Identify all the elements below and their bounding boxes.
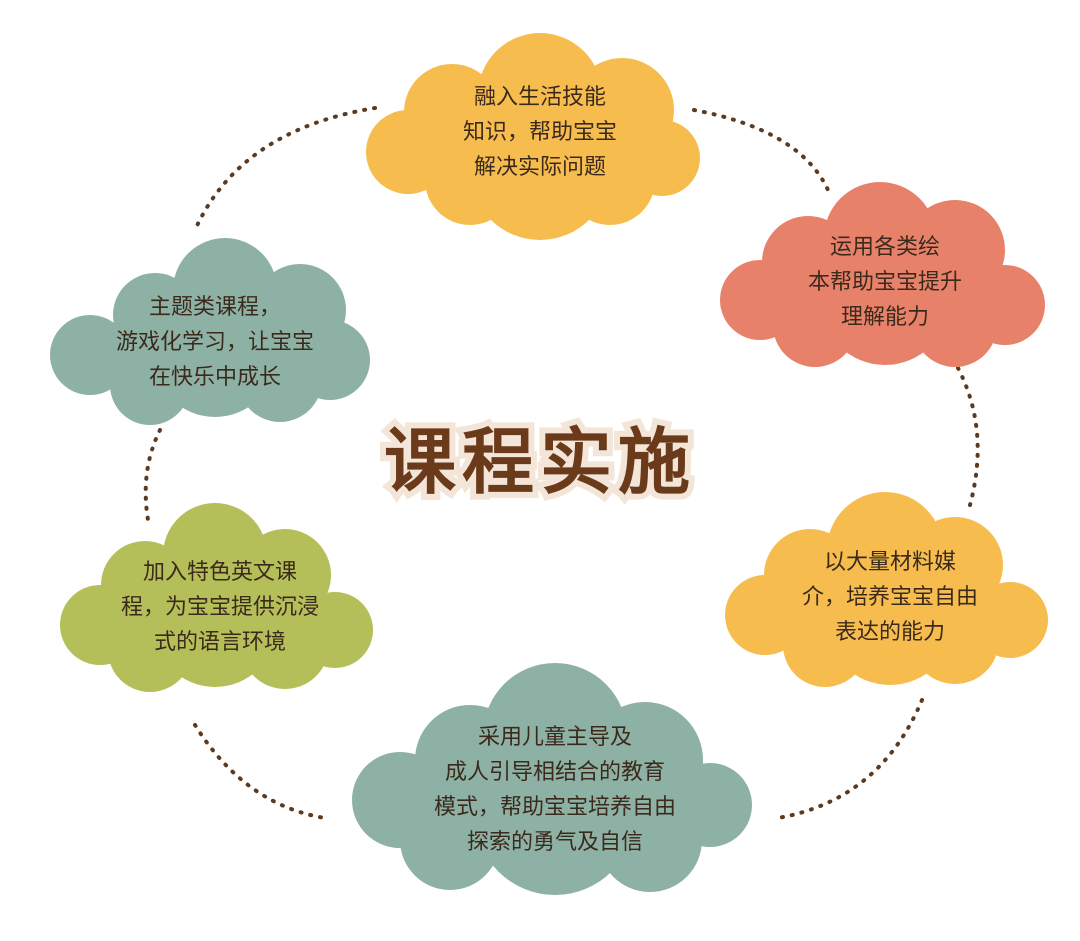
dashed-arc-right	[956, 366, 980, 507]
page-title: 课程实施	[378, 414, 696, 510]
cloud-lower-right-line-2: 介，培养宝宝自由	[801, 585, 978, 610]
cloud-upper-right-line-2: 本帮助宝宝提升	[807, 270, 962, 295]
cloud-bottom	[352, 663, 752, 895]
cloud-upper-left-line-3: 在快乐中成长	[148, 365, 281, 390]
cloud-text-top: 融入生活技能 知识，帮助宝宝 解决实际问题	[400, 80, 680, 185]
cloud-upper-right-line-3: 理解能力	[840, 305, 929, 330]
cloud-upper-left	[50, 238, 370, 425]
cloud-lower-left-line-2: 程，为宝宝提供沉浸	[120, 595, 319, 620]
cloud-text-upper-left: 主题类课程， 游戏化学习，让宝宝 在快乐中成长	[75, 290, 355, 395]
cloud-text-lower-right: 以大量材料媒 介，培养宝宝自由 表达的能力	[755, 545, 1025, 650]
cloud-text-bottom: 采用儿童主导及 成人引导相结合的教育 模式，帮助宝宝培养自由 探索的勇气及自信	[400, 720, 710, 860]
dashed-arc-top-left	[193, 106, 377, 232]
dashed-ring	[143, 106, 980, 820]
cloud-top-line-1: 融入生活技能	[473, 85, 606, 110]
dashed-arc-top-right	[692, 108, 830, 192]
cloud-bottom-line-1: 采用儿童主导及	[477, 725, 632, 750]
cloud-lower-right	[725, 492, 1048, 687]
cloud-bottom-line-4: 探索的勇气及自信	[466, 830, 643, 855]
cloud-upper-left-line-2: 游戏化学习，让宝宝	[115, 330, 314, 355]
dashed-arc-bottom-right	[776, 698, 924, 820]
cloud-top-line-3: 解决实际问题	[473, 155, 606, 180]
cloud-text-lower-left: 加入特色英文课 程，为宝宝提供沉浸 式的语言环境	[80, 555, 360, 660]
cloud-upper-right-line-1: 运用各类绘	[829, 235, 940, 260]
cloud-lower-right-line-3: 表达的能力	[834, 620, 945, 645]
cloud-top	[366, 33, 700, 240]
cloud-lower-right-line-1: 以大量材料媒	[823, 550, 956, 575]
cloud-bottom-line-3: 模式，帮助宝宝培养自由	[433, 795, 676, 820]
cloud-text-upper-right: 运用各类绘 本帮助宝宝提升 理解能力	[750, 230, 1020, 335]
cloud-top-line-2: 知识，帮助宝宝	[462, 120, 617, 145]
dashed-arc-bottom-left	[193, 723, 327, 820]
cloud-bottom-line-2: 成人引导相结合的教育	[444, 760, 665, 785]
cloud-lower-left-line-3: 式的语言环境	[153, 630, 286, 655]
dashed-arc-left	[143, 428, 162, 522]
cloud-lower-left	[60, 503, 373, 692]
cloud-lower-left-line-1: 加入特色英文课	[142, 560, 297, 585]
cloud-upper-left-line-1: 主题类课程，	[148, 295, 281, 320]
cloud-upper-right	[720, 182, 1045, 367]
